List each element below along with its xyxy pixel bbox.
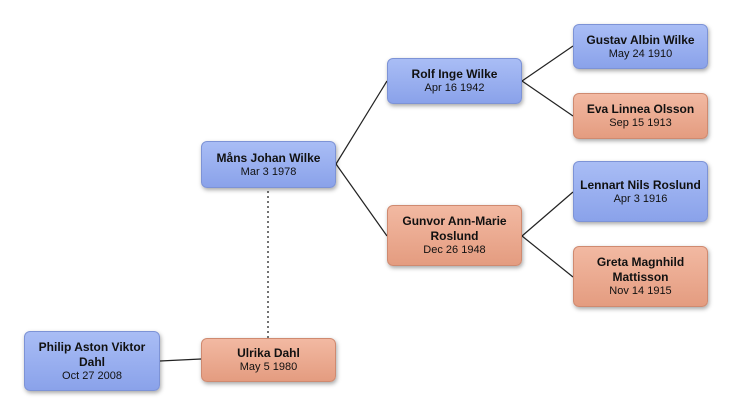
person-card-philip[interactable]: Philip Aston Viktor Dahl Oct 27 2008 [24,331,160,391]
person-card-gunvor[interactable]: Gunvor Ann-Marie Roslund Dec 26 1948 [387,205,522,266]
person-name: Gunvor Ann-Marie Roslund [402,214,507,243]
connector-rolf-eva [521,80,574,117]
connector-mans-gunvor [335,163,388,237]
connector-philip-ulrika [159,358,202,362]
person-name: Gustav Albin Wilke [586,32,695,47]
person-name: Lennart Nils Roslund [580,177,701,192]
person-birth-date: Mar 3 1978 [240,165,297,178]
person-card-mans[interactable]: Måns Johan Wilke Mar 3 1978 [201,141,336,188]
person-name: Eva Linnea Olsson [586,102,695,116]
person-card-ulrika[interactable]: Ulrika Dahl May 5 1980 [201,338,336,382]
connector-mans-rolf [335,80,388,165]
person-card-eva[interactable]: Eva Linnea Olsson Sep 15 1913 [573,93,708,139]
person-card-rolf[interactable]: Rolf Inge Wilke Apr 16 1942 [387,58,522,104]
person-birth-date: Sep 15 1913 [609,117,672,129]
connector-gunvor-lennart [521,191,574,237]
person-birth-date: Apr 16 1942 [424,82,485,94]
person-name: Rolf Inge Wilke [411,67,498,81]
connector-gunvor-greta [521,235,574,278]
person-birth-date: Apr 3 1916 [613,192,668,205]
person-birth-date: Dec 26 1948 [423,244,486,256]
person-name: Greta Magnhild Mattisson [596,255,685,284]
person-name: Philip Aston Viktor Dahl [38,339,146,369]
person-name: Ulrika Dahl [237,346,300,360]
person-birth-date: Nov 14 1915 [609,285,672,297]
person-card-gustav[interactable]: Gustav Albin Wilke May 24 1910 [573,24,708,69]
person-birth-date: May 5 1980 [239,361,298,373]
person-birth-date: Oct 27 2008 [62,369,122,382]
person-birth-date: May 24 1910 [608,47,673,60]
person-card-lennart[interactable]: Lennart Nils Roslund Apr 3 1916 [573,161,708,222]
person-card-greta[interactable]: Greta Magnhild Mattisson Nov 14 1915 [573,246,708,307]
connector-rolf-gustav [521,45,574,82]
person-name: Måns Johan Wilke [216,150,321,165]
